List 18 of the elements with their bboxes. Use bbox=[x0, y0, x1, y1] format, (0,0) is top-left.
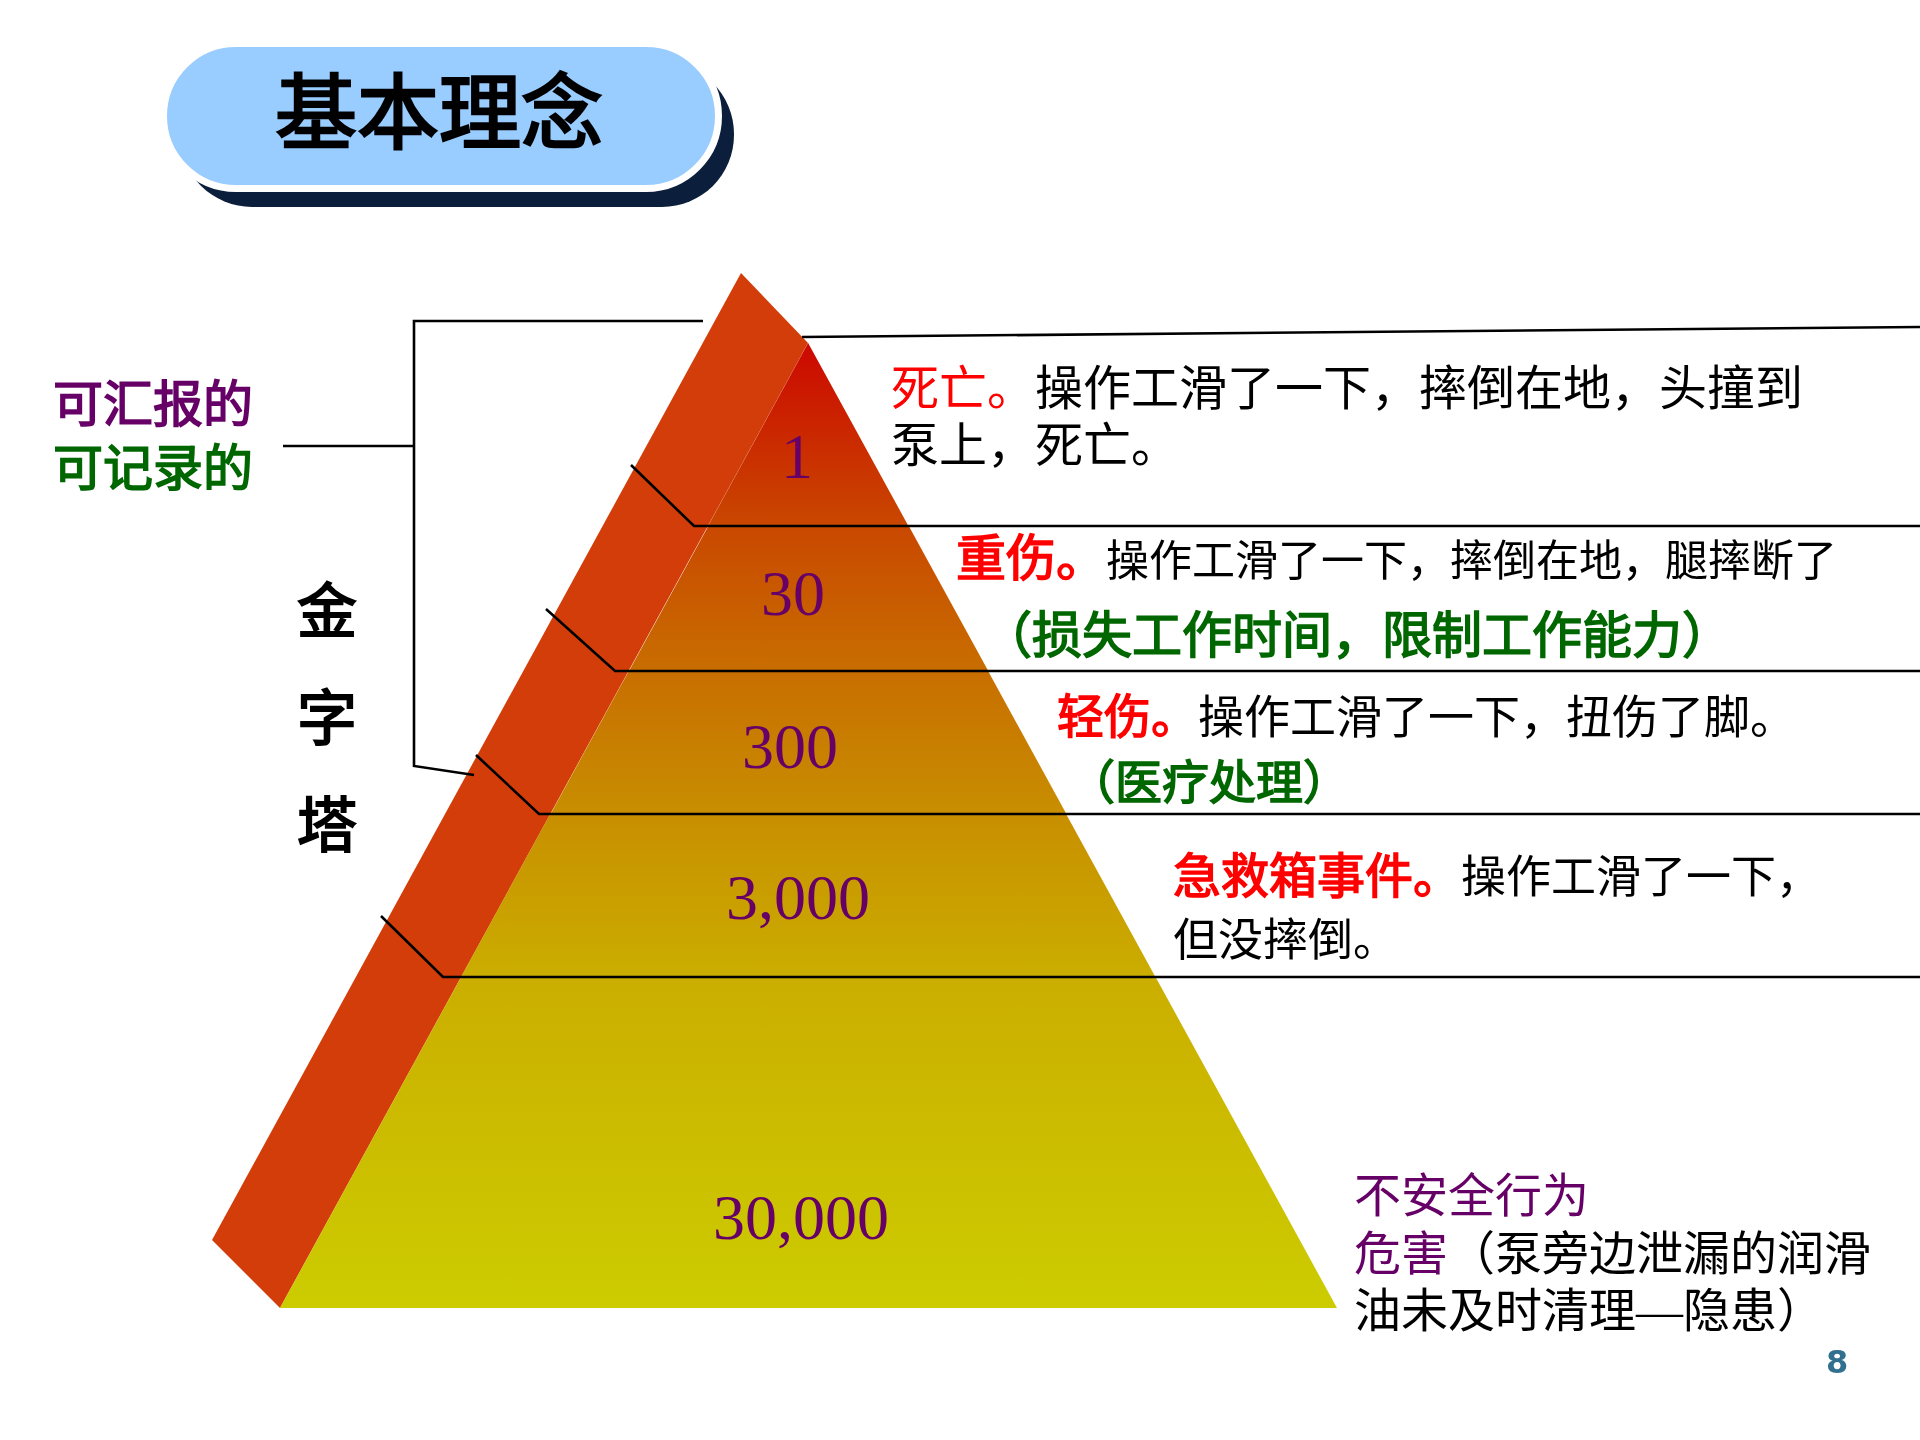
category-label: 不安全行为 bbox=[1354, 1169, 1589, 1224]
bracket-label: 可记录的 bbox=[53, 443, 253, 496]
description-text: 重伤。操作工滑了一下，摔倒在地，腿摔断了 bbox=[956, 530, 1837, 589]
description-text: 轻伤。操作工滑了一下，扭伤了脚。 bbox=[1057, 690, 1796, 745]
description-text: 急救箱事件。操作工滑了一下，但没摔倒。 bbox=[1173, 849, 1822, 968]
note-text: （医疗处理） bbox=[1068, 756, 1350, 811]
bracket-label: 可汇报的 bbox=[53, 379, 253, 432]
layer-count: 30,000 bbox=[713, 1182, 889, 1254]
layer-count: 3,000 bbox=[726, 862, 870, 934]
layer-count: 30 bbox=[761, 558, 825, 630]
vertical-label: 金字塔 bbox=[296, 576, 358, 863]
description-text: 死亡。操作工滑了一下，摔倒在地，头撞到泵上，死亡。 bbox=[891, 361, 1804, 474]
layer-count: 1 bbox=[781, 421, 813, 493]
pyramid-layer bbox=[461, 815, 1156, 977]
description-text: 危害（泵旁边泄漏的润滑油未及时清理—隐患） bbox=[1354, 1227, 1872, 1339]
page-number: 8 bbox=[1826, 1346, 1849, 1380]
layer-count: 300 bbox=[742, 711, 838, 783]
note-text: （损失工作时间，限制工作能力） bbox=[982, 607, 1732, 665]
